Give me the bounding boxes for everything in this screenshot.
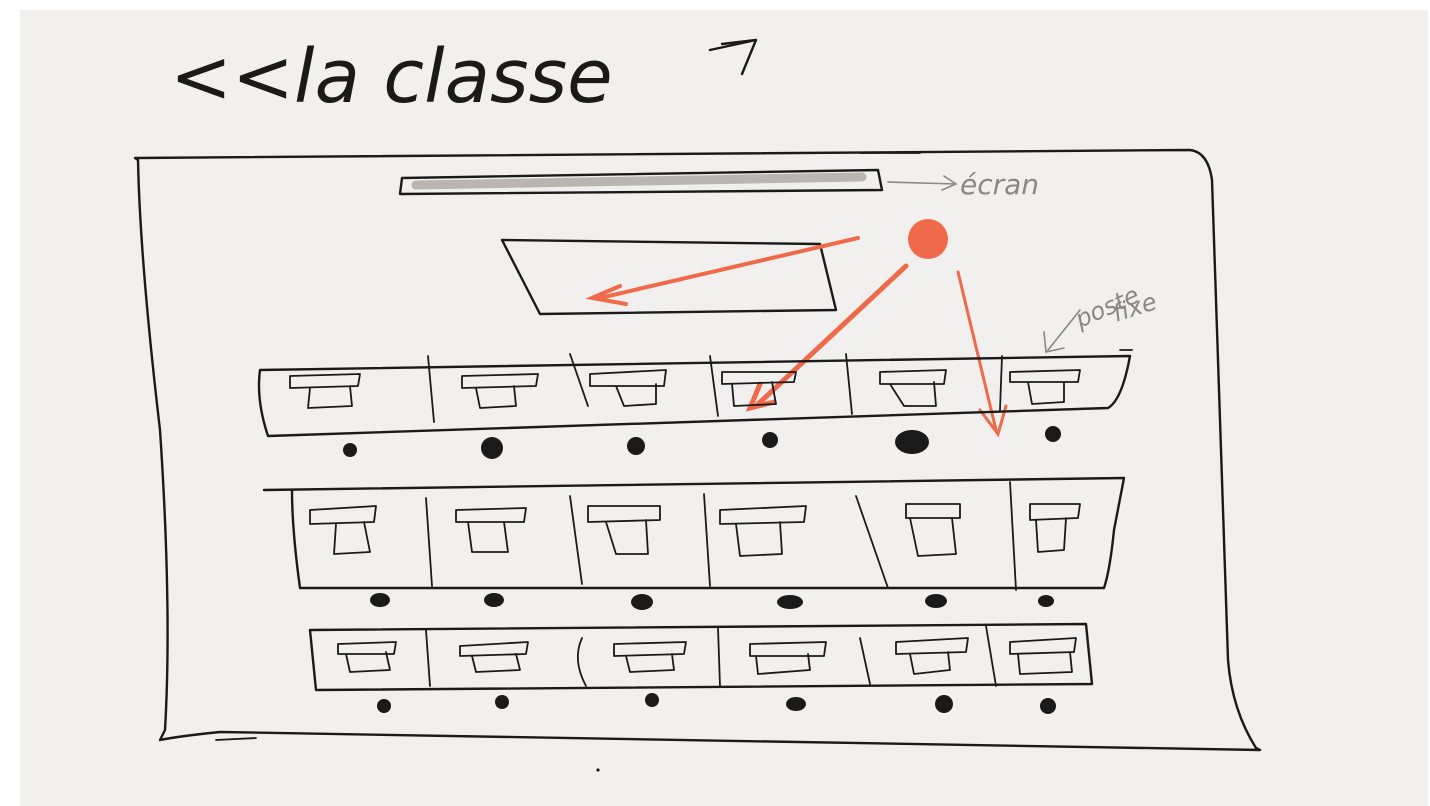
monitor-icon (456, 508, 526, 552)
screen-label: écran (960, 168, 1039, 201)
monitor-icon (720, 506, 806, 556)
stray-dot (596, 768, 599, 771)
room-outline (135, 150, 1260, 750)
monitor-icon (462, 374, 538, 408)
monitor-icon (590, 370, 666, 406)
monitor-icon (1010, 638, 1076, 674)
row-2-divider (426, 498, 432, 586)
row-1-divider (570, 354, 588, 406)
stool-dot (377, 699, 391, 713)
monitor-icon (588, 506, 660, 554)
row-2-table (264, 478, 1124, 588)
row-3-divider (986, 626, 996, 686)
stool-dot (495, 695, 509, 709)
fixed-post-annotation: poste fixe (1044, 281, 1160, 352)
row-1-divider (1000, 356, 1002, 410)
row-3-divider (860, 638, 870, 684)
row-1-divider (846, 354, 852, 414)
room-bottom-stroke (216, 738, 256, 740)
screen-fill (416, 177, 862, 185)
monitor-icon (460, 642, 528, 672)
title-group: <<la classe (170, 34, 756, 120)
row-3-divider (718, 628, 720, 686)
desk-row-2 (264, 478, 1124, 610)
monitor-icon (310, 506, 376, 554)
row-3-divider (578, 638, 586, 686)
monitor-icon (880, 370, 946, 406)
stool-dot (1038, 595, 1054, 607)
fixed-post-arrow-icon (1044, 310, 1080, 352)
classroom-sketch: <<la classe écran poste fixe (20, 10, 1428, 806)
monitor-icon (1010, 370, 1080, 404)
teacher-dot (908, 219, 948, 259)
row-1-divider (710, 356, 718, 416)
stool-dot (370, 593, 390, 607)
monitor-icon (614, 642, 686, 672)
arrow-to-desk-icon (592, 238, 858, 304)
monitor-icon (750, 642, 826, 674)
stool-dot (1040, 698, 1056, 714)
sketch-canvas: <<la classe écran poste fixe (20, 10, 1428, 806)
title-corner-arrow-icon (710, 40, 756, 74)
row-3-monitors (338, 638, 1076, 674)
stool-dot (1045, 426, 1061, 442)
monitor-icon (896, 638, 968, 674)
stool-dot (777, 595, 803, 609)
teacher-desk (502, 240, 836, 314)
teacher-group (592, 219, 1006, 434)
row-3-stools (377, 693, 1056, 714)
stool-dot (895, 430, 929, 454)
row-2-divider (704, 494, 710, 586)
row-2-stools (370, 593, 1054, 610)
monitor-icon (290, 374, 360, 408)
monitor-icon (1030, 504, 1080, 552)
desk-row-3 (310, 624, 1092, 714)
screen-group: écran (400, 168, 1039, 201)
stool-dot (645, 693, 659, 707)
row-1-monitors (290, 370, 1080, 408)
stool-dot (786, 697, 806, 711)
stool-dot (343, 443, 357, 457)
stool-dot (762, 432, 778, 448)
screen-pointer-arrow-icon (888, 176, 956, 190)
arrow-to-fixed-post-icon (958, 272, 1006, 434)
row-2-monitors (310, 504, 1080, 556)
stool-dot (481, 437, 503, 459)
stool-dot (925, 594, 947, 608)
monitor-icon (338, 642, 396, 672)
stool-dot (627, 437, 645, 455)
stool-dot (484, 593, 504, 607)
row-2-divider (570, 496, 582, 584)
monitor-icon (906, 504, 960, 556)
stool-dot (935, 695, 953, 713)
stool-dot (631, 594, 653, 610)
row-1-divider (428, 356, 434, 422)
row-2-divider (1010, 482, 1016, 590)
sketch-title: <<la classe (170, 34, 613, 120)
row-3-divider (426, 630, 430, 686)
row-2-divider (856, 496, 888, 588)
desk-row-1 (259, 350, 1132, 459)
